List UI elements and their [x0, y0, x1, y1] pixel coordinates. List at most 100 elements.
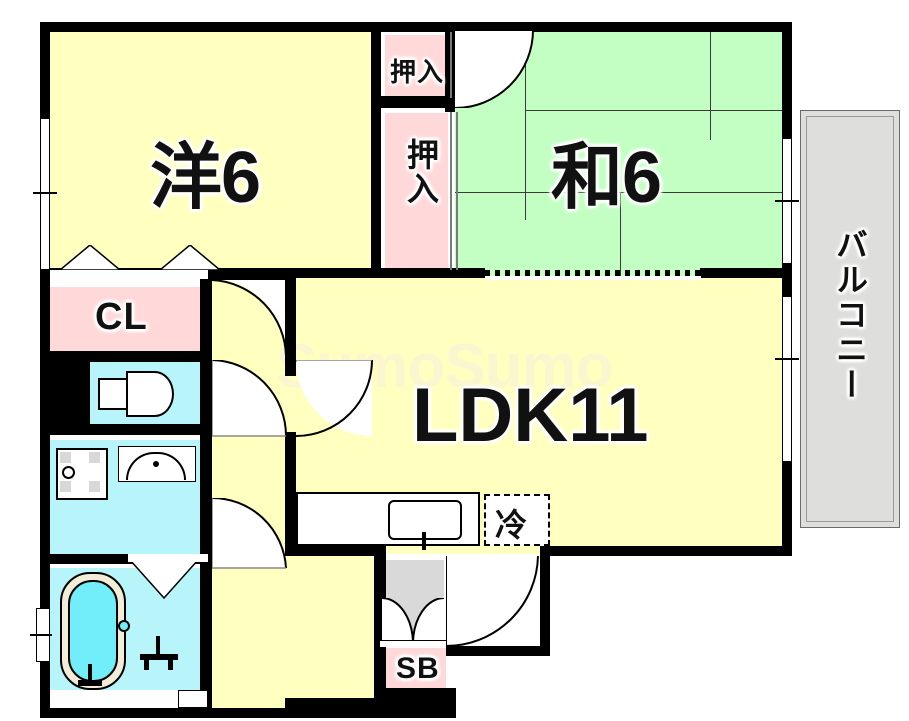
window-mullion: [775, 200, 799, 202]
wall-right-mid1: [782, 262, 792, 298]
shoe-box-fill: [380, 648, 446, 688]
sliding-door-marker: [160, 245, 220, 271]
room-fill-western: [48, 30, 381, 277]
room-label-western: 洋6: [150, 138, 261, 218]
wall-left-bath-lower: [40, 660, 50, 718]
wall-japanese-bottom-left: [455, 268, 485, 278]
storage-label-oshiire-lower: 押入: [403, 138, 439, 206]
wall-kitchen-bottom: [285, 546, 385, 556]
wall-top: [40, 22, 792, 32]
wall-oshiire-right-joint: [445, 100, 455, 112]
tatami-line: [525, 110, 783, 111]
wall-right-upper: [782, 22, 792, 140]
window-mullion: [30, 634, 52, 636]
wall-oshiire-divider: [371, 96, 455, 108]
washing-machine-corner: [60, 481, 71, 492]
wall-washroom-right: [200, 435, 212, 562]
wall-bottom-shoebox: [374, 688, 456, 718]
shower-leg-icon: [168, 660, 173, 670]
balcony-fill: [800, 110, 900, 528]
tatami-line: [455, 192, 783, 193]
wall-bathroom-right: [200, 564, 212, 718]
washing-machine-corner: [89, 481, 100, 492]
door-arc-shoe-cabinet: [382, 598, 444, 646]
shower-bar-icon: [140, 654, 178, 660]
window-balcony-lower: [782, 296, 792, 462]
door-arc-entrance: [446, 556, 540, 648]
wall-western-right: [371, 22, 381, 278]
closet-cl-threshold: [50, 270, 208, 279]
washbasin-faucet-icon: [153, 461, 159, 467]
wall-washroom-bottom: [40, 554, 212, 564]
tatami-line: [710, 30, 711, 140]
bath-shelf-icon: [178, 690, 208, 708]
wall-toilet-bottom: [40, 424, 212, 435]
toilet-tank-icon: [98, 378, 130, 410]
wall-ldk-left-upper: [285, 278, 296, 376]
fusuma-track: [485, 276, 701, 280]
oshiire-upper-fill: [385, 35, 448, 96]
door-arc-japanese-room: [455, 30, 535, 108]
room-label-japanese: 和6: [551, 138, 662, 218]
tatami-line: [620, 192, 621, 278]
wall-japanese-bottom-right: [700, 268, 792, 278]
wall-left-bath-upper: [40, 562, 50, 610]
toilet-bowl-icon: [126, 371, 174, 417]
room-label-balcony: バルコニー: [832, 228, 868, 403]
bathtub-faucet-base: [78, 680, 102, 686]
door-arc-western-room: [212, 278, 288, 358]
washing-machine-drain: [62, 466, 75, 479]
wall-ldk-left-lower: [285, 432, 296, 556]
bathroom-threshold: [128, 554, 208, 562]
door-arc-bathroom: [212, 498, 288, 570]
wall-cl-right: [200, 268, 212, 362]
kitchen-faucet-icon: [422, 532, 426, 550]
oshiire-lower-door: [450, 112, 452, 270]
wall-left-upper: [40, 22, 50, 120]
bathtub-drain-icon: [118, 620, 130, 632]
storage-label-sb: SB: [396, 652, 440, 685]
wall-western-bottom-right: [202, 268, 374, 278]
fusuma-threshold: [485, 270, 701, 276]
door-arc-ldk-hall: [296, 360, 374, 438]
wall-oshiire-bottom: [371, 268, 455, 278]
shower-leg-icon: [144, 660, 149, 670]
wall-bottom-left: [40, 708, 385, 718]
balcony-outer-border: [800, 110, 900, 528]
wall-ldk-bottom: [540, 546, 792, 556]
wall-left-washroom: [40, 424, 50, 562]
window-mullion: [775, 358, 799, 360]
room-label-ldk: LDK11: [412, 373, 649, 458]
door-arc-washroom: [212, 360, 288, 438]
window-mullion: [33, 192, 57, 194]
storage-label-cl: CL: [95, 296, 148, 338]
bathtub-faucet-stem: [88, 664, 92, 682]
shower-stem-icon: [156, 636, 160, 656]
wall-bottom-entrance: [446, 646, 550, 656]
oshiire-lower-fill: [385, 113, 448, 277]
wall-left-mid: [40, 268, 50, 362]
wall-entrance-left: [374, 546, 386, 698]
oshiire-upper-door: [450, 32, 452, 98]
bathtub-water-icon: [68, 580, 118, 682]
washing-machine-corner: [60, 452, 71, 463]
refrigerator-space-box: [484, 494, 550, 546]
wall-cl-bottom: [40, 351, 210, 362]
sliding-door-marker: [60, 245, 120, 271]
refrigerator-label: 冷: [495, 507, 527, 543]
closet-cl-fill: [50, 287, 208, 351]
washing-machine-corner: [89, 452, 100, 463]
storage-label-oshiire-upper: 押入: [390, 57, 445, 87]
wall-entrance-right: [540, 546, 550, 652]
window-west-bedroom: [40, 118, 50, 270]
wall-hall-bottom: [285, 698, 385, 718]
shoe-cabinet-base: [380, 640, 446, 647]
balcony-inner-border: [806, 116, 894, 522]
wall-toilet-right: [200, 351, 212, 429]
folding-door-marker: [130, 560, 198, 600]
oshiire-lower-door2: [456, 112, 458, 270]
wall-left-toilet-block: [40, 362, 90, 424]
tatami-line: [525, 30, 526, 220]
hall-fill-lower: [212, 554, 377, 718]
